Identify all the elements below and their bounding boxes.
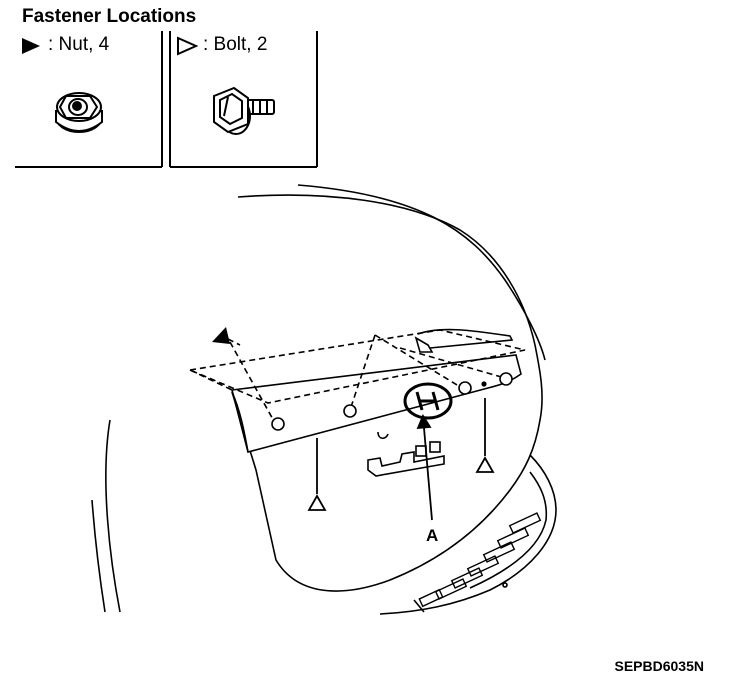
bolt-icon [213,86,275,135]
diagram-title: Fastener Locations [22,6,197,27]
fastener-hole [343,404,357,418]
bolt-pointer [307,398,495,511]
nut-pointer-icon [212,327,230,344]
bolt-legend-text: : Bolt, 2 [203,34,268,55]
nut-legend-text: : Nut, 4 [48,34,110,55]
hollow-triangle-icon [475,456,495,473]
hollow-triangle-icon [307,494,327,511]
fastener-holes [271,372,513,431]
callout-a-leader [416,414,433,521]
emblem-icon [403,382,453,420]
fastener-projection [187,329,526,424]
fastener-hole [271,417,285,431]
nut-icon [55,92,103,133]
hollow-triangle-icon [177,36,199,56]
fastener-hole [458,381,472,395]
drawing-code: SEPBD6035N [614,658,705,674]
filled-triangle-icon [22,38,40,54]
callout-label: A [426,526,438,545]
fastener-hole [499,372,513,386]
tailgate-drawing [91,184,557,615]
